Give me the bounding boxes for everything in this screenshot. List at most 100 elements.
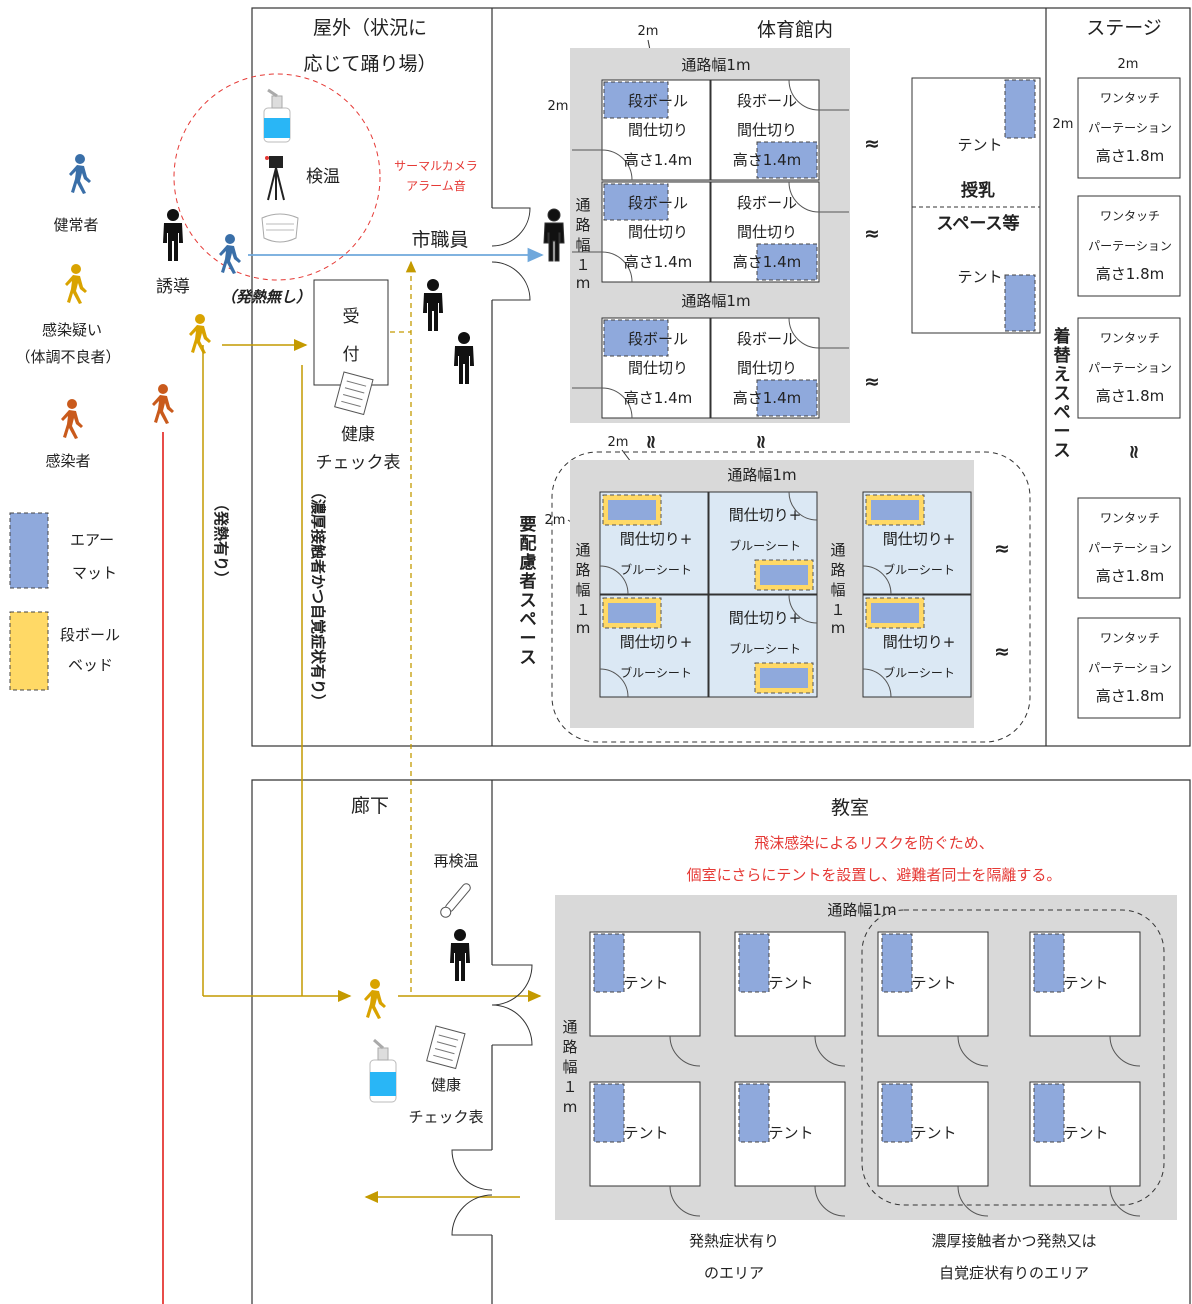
reception-label-2: 付 <box>343 345 360 365</box>
stage-title: ステージ <box>1086 17 1162 39</box>
gym-door-arc <box>788 317 820 349</box>
airmat-swatch <box>9 512 49 589</box>
care-cell: 間仕切り+ブルーシート <box>599 491 709 595</box>
stage-panel-label: ワンタッチ <box>1100 91 1160 105</box>
legend: 健常者 感染疑い （体調不良者） 感染者 エアー マット 段ボール ベッド <box>9 154 121 691</box>
nursing-tent-label-1: テント <box>957 136 1002 154</box>
nursing-airmat-2 <box>1004 274 1036 332</box>
gym-cell-label-2: 間仕切り <box>628 223 688 241</box>
care-cell: 間仕切り+ブルーシート <box>599 594 709 698</box>
city-staff-icon-2 <box>454 332 474 384</box>
tent-label: テント <box>911 974 956 992</box>
tent-cell: テント <box>877 931 989 1067</box>
gym-cell-label-3: 高さ1.4m <box>733 253 801 271</box>
gym-cell-label-2: 間仕切り <box>737 359 797 377</box>
legend-healthy-label: 健常者 <box>53 216 98 234</box>
stage-panel-label-2: パーテーション <box>1088 541 1172 555</box>
classroom-area: 教室 飛沫感染によるリスクを防ぐため、 個室にさらにテントを設置し、避難者同士を… <box>555 797 1177 1282</box>
classroom-door-1 <box>491 964 533 1006</box>
gym-cell-label: 段ボール <box>628 330 688 348</box>
tent-label: テント <box>623 974 668 992</box>
stage-panel-label-3: 高さ1.8m <box>1096 567 1164 585</box>
corridor-checklist-label: 健康 <box>431 1076 461 1094</box>
stage-partition-panels: ワンタッチパーテーション高さ1.8mワンタッチパーテーション高さ1.8mワンタッ… <box>1077 77 1181 719</box>
gym-wave-vertical-2: ≈ <box>750 434 772 450</box>
tent-cell: テント <box>734 931 846 1067</box>
corridor-area: 廊下 再検温 健康 チェック表 <box>351 795 533 1236</box>
gym-airmat <box>603 183 669 221</box>
tent-airmat <box>881 933 913 993</box>
gym-cell-label-2: 間仕切り <box>628 121 688 139</box>
gym-aisle-label-2: 通路幅1m <box>681 292 750 310</box>
care-cell-label: 間仕切り+ <box>729 609 802 627</box>
care-wave-2: ≈ <box>994 641 1010 663</box>
tent-airmat <box>1033 1083 1065 1143</box>
classroom-door-2 <box>491 1004 533 1046</box>
legend-cardbed-label-2: ベッド <box>68 656 113 674</box>
thermal-camera-label: サーマルカメラ <box>394 159 478 173</box>
tent-cell: テント <box>589 1081 701 1217</box>
mask-icon <box>261 213 299 243</box>
tent-door-arc <box>1109 1035 1141 1067</box>
corridor-suspected-walker-icon <box>364 979 386 1019</box>
thermal-check-zone <box>173 73 381 281</box>
gym-door-arc <box>788 79 820 111</box>
building-walls <box>251 7 1191 1304</box>
classroom-door-4 <box>451 1194 493 1236</box>
reception-desk <box>313 279 389 386</box>
recheck-staff-icon <box>450 929 470 981</box>
tent-label: テント <box>768 974 813 992</box>
care-cell: 間仕切り+ブルーシート <box>862 491 972 595</box>
change-space-label: 着替えスペース <box>1053 326 1072 461</box>
reception-label: 受 <box>343 307 360 327</box>
gym-size-2m-top: 2m <box>638 24 659 39</box>
outdoor-area: 屋外（状況に 応じて踊り場） 検温 サーマルカメラ アラーム音 誘導 （発熱無し… <box>152 17 478 473</box>
care-cell-label: 間仕切り+ <box>883 633 956 651</box>
recheck-label: 再検温 <box>433 852 478 870</box>
lower-building-outline <box>251 779 1191 1304</box>
gym-door-arc <box>601 149 633 181</box>
care-cell-label: 間仕切り+ <box>620 530 693 548</box>
gym-cell-label-2: 間仕切り <box>737 223 797 241</box>
care-door-arc <box>599 565 629 595</box>
tent-airmat <box>593 1083 625 1143</box>
stage-panel-label-3: 高さ1.8m <box>1096 265 1164 283</box>
gym-cell-label: 段ボール <box>628 194 688 212</box>
care-cell-label-2: ブルーシート <box>729 641 801 656</box>
tent-door-arc <box>957 1035 989 1067</box>
legend-cardbed-label: 段ボール <box>60 626 120 644</box>
classroom-door-3 <box>451 1149 493 1191</box>
gym-cell-label: 段ボール <box>737 194 797 212</box>
gym-door-upper <box>491 207 531 247</box>
contact-area-boundary <box>861 909 1165 1206</box>
tent-cell: テント <box>734 1081 846 1217</box>
care-cell-label-2: ブルーシート <box>883 562 955 577</box>
tent-label: テント <box>911 1124 956 1142</box>
care-door-arc <box>599 668 629 698</box>
classroom-aisle-label: 通路幅1m <box>827 901 896 919</box>
tent-label: テント <box>1063 1124 1108 1142</box>
tent-cell: テント <box>877 1081 989 1217</box>
care-door-arc <box>862 565 892 595</box>
stage-panel-label-2: パーテーション <box>1088 361 1172 375</box>
classroom-note-2: 個室にさらにテントを設置し、避難者同士を隔離する。 <box>687 866 1062 884</box>
stage-panel-label-2: パーテーション <box>1088 661 1172 675</box>
stage-panel-label: ワンタッチ <box>1100 511 1160 525</box>
gym-door-arc <box>601 251 633 283</box>
thermal-camera-icon <box>265 156 285 201</box>
tent-door-arc <box>814 1035 846 1067</box>
tent-door-arc <box>814 1185 846 1217</box>
care-airmat <box>608 603 656 623</box>
gym-cell-label-2: 間仕切り <box>737 121 797 139</box>
tent-airmat <box>593 933 625 993</box>
stage-panel-label: ワンタッチ <box>1100 331 1160 345</box>
city-staff-label: 市職員 <box>411 229 468 251</box>
gym-cell-label-3: 高さ1.4m <box>624 389 692 407</box>
care-partition-cells: 間仕切り+ブルーシート間仕切り+ブルーシート間仕切り+ブルーシート間仕切り+ブル… <box>599 491 972 698</box>
care-cell-label: 間仕切り+ <box>620 633 693 651</box>
